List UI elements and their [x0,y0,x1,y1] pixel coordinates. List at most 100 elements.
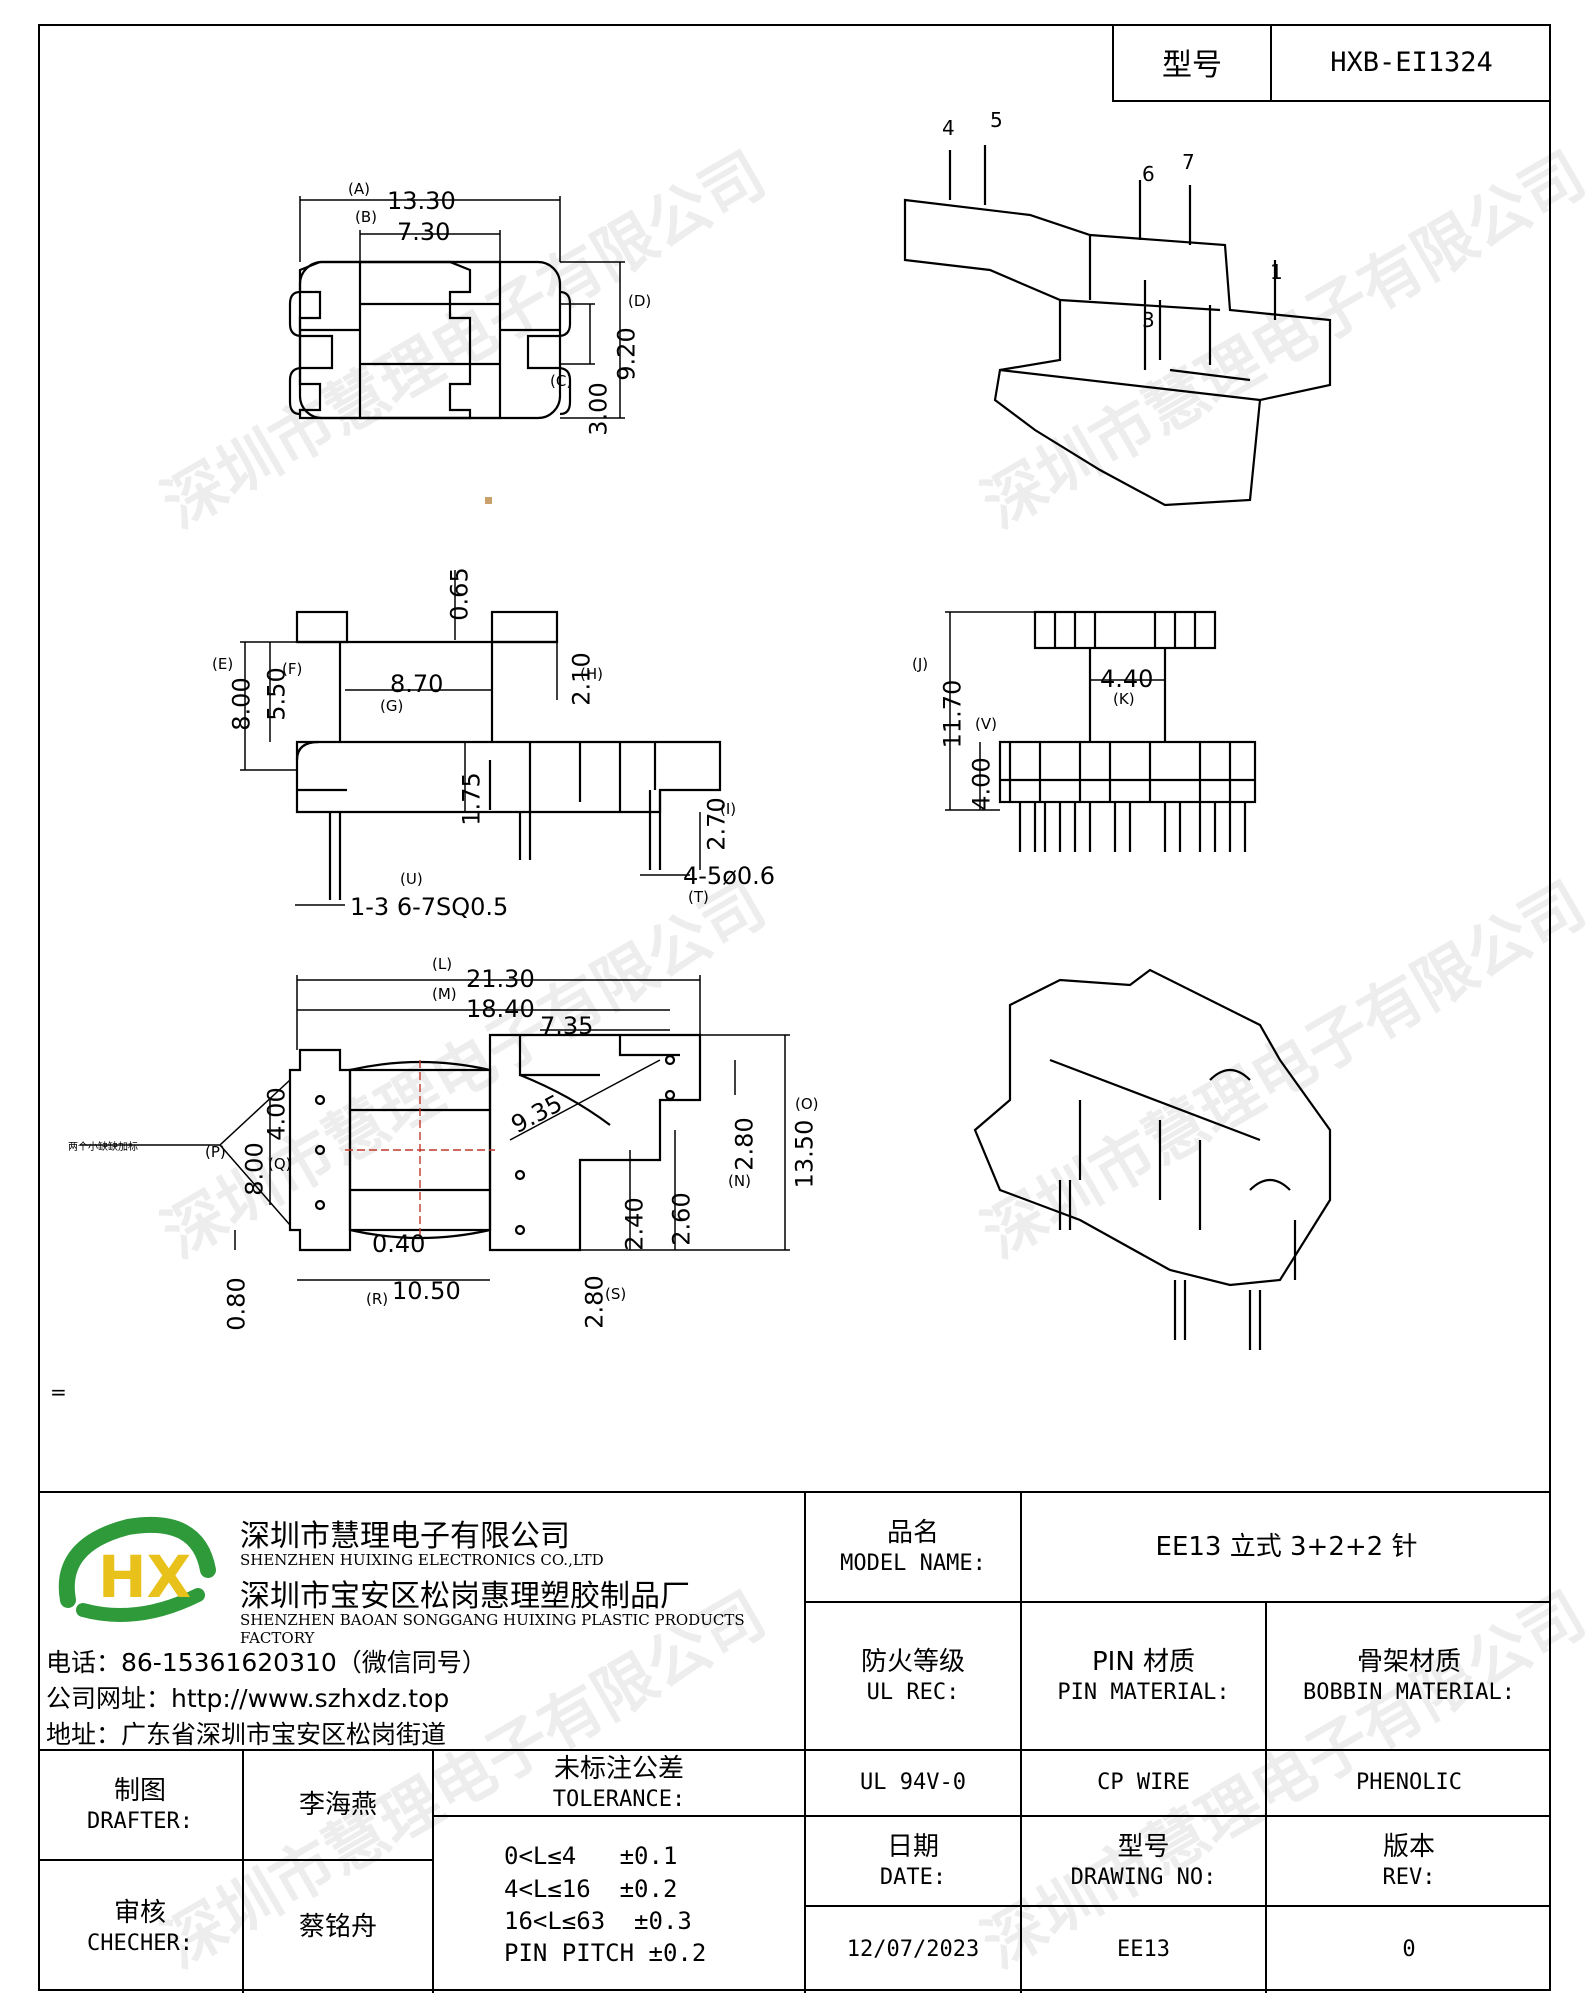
tolerance-line: PIN PITCH ±0.2 [504,1939,707,1968]
pin-number: 7 [1182,150,1195,174]
rev-value-cell: 0 [1267,1907,1551,1993]
company-logo: HX [58,1516,216,1622]
dim-e-label: (E) [212,655,234,673]
dim-b-label: (B) [355,208,377,226]
header-model-value: HXB-EI1324 [1330,46,1493,78]
dim-v-label: (V) [975,715,997,733]
dim-e-value: 8.00 [227,677,256,731]
tolerance-line: 0<L≤4 ±0.1 [504,1842,678,1871]
drafter-name-cell: 李海燕 [244,1751,434,1861]
dim-gap-value: 0.40 [372,1230,426,1258]
pin-number: 3 [1142,308,1155,332]
pin-number: 1 [1270,260,1283,284]
end-view [945,610,1257,852]
dim-i-label: (I) [720,800,737,818]
stray-mark: = [50,1380,67,1404]
checker-cn: 审核 [113,1898,166,1928]
iso-view-bottom [973,968,1332,1350]
date-value: 12/07/2023 [846,1937,980,1963]
company-area: HX 深圳市慧理电子有限公司 SHENZHEN HUIXING ELECTRON… [38,1493,806,1751]
dim-m-value: 18.40 [466,995,535,1023]
factory-name-cn: 深圳市宝安区松岗惠理塑胶制品厂 [240,1579,690,1614]
dim-p-value: 8.00 [240,1142,269,1196]
company-name-cn: 深圳市慧理电子有限公司 [240,1519,570,1554]
drafter-cn: 制图 [113,1776,166,1806]
dim-top-value: 0.65 [445,567,474,621]
dim-d-value: 9.20 [612,327,641,381]
company-address: 地址：广东省深圳市宝安区松岗街道 [46,1720,447,1749]
tolerance-cn: 未标注公差 [553,1754,684,1784]
bobbin-en: BOBBIN MATERIAL: [1303,1679,1515,1705]
note-text: 两个小缺缺加标 [68,1142,138,1153]
tolerance-label-cell: 未标注公差 TOLERANCE: [434,1751,806,1817]
dim-f-value: 5.50 [262,667,291,721]
dim-n-value: 2.80 [730,1117,759,1171]
drawing-cn: 型号 [1117,1832,1170,1862]
date-cn: 日期 [886,1832,939,1862]
model-name-value-cell: EE13 立式 3+2+2 针 [1022,1493,1551,1603]
bobbin-value-cell: PHENOLIC [1267,1751,1551,1817]
pin-value-cell: CP WIRE [1022,1751,1267,1817]
dim-v-value: 4.00 [967,757,996,811]
dim-t-value: 4-5ø0.6 [683,862,776,890]
bobbin-label-cell: 骨架材质 BOBBIN MATERIAL: [1267,1603,1551,1751]
dim-240-value: 2.40 [620,1197,649,1251]
side-view [240,570,722,906]
tolerance-values-cell: 0<L≤4 ±0.1 4<L≤16 ±0.2 16<L≤63 ±0.3 PIN … [434,1817,806,1993]
company-name-en: SHENZHEN HUIXING ELECTRONICS CO.,LTD [240,1551,604,1569]
date-label-cell: 日期 DATE: [806,1817,1022,1907]
dim-a-value: 13.30 [387,187,456,215]
ul-value-cell: UL 94V-0 [806,1751,1022,1817]
dim-k-label: (K) [1113,690,1135,708]
dim-b-value: 7.30 [397,218,451,246]
dim-n-label: (N) [728,1172,751,1190]
ul-value: UL 94V-0 [860,1770,966,1796]
checker-name: 蔡铭舟 [298,1911,377,1942]
dim-g-label: (G) [380,697,404,715]
pin-number: 6 [1142,162,1155,186]
rev-cn: 版本 [1382,1832,1435,1862]
rev-en: REV: [1382,1864,1436,1890]
drafter-en: DRAFTER: [87,1808,193,1834]
iso-view-top [903,145,1332,507]
drawing-sheet [38,24,1551,1991]
dim-diag-value: 9.35 [506,1089,567,1139]
ul-en: UL REC: [866,1679,960,1705]
dim-t-label: (T) [688,888,709,906]
dim-m-label: (M) [432,985,457,1003]
pin-label-cell: PIN 材质 PIN MATERIAL: [1022,1603,1267,1751]
dim-s-label: (S) [605,1285,627,1303]
dim-a-label: (A) [348,180,370,198]
checker-en: CHECHER: [87,1930,193,1956]
company-website: 公司网址：http://www.szhxdz.top [46,1684,450,1713]
header-model-box: 型号 HXB-EI1324 [1112,24,1551,102]
pin-cn: PIN 材质 [1091,1647,1196,1677]
drawing-value-cell: EE13 [1022,1907,1267,1993]
dim-j-label: (J) [912,655,929,673]
bobbin-cn: 骨架材质 [1356,1647,1461,1677]
drawing-en: DRAWING NO: [1070,1864,1217,1890]
dim-q-value: 4.00 [262,1087,291,1141]
dim-pin-len: 1.75 [457,772,486,826]
drawing-value: EE13 [1117,1937,1170,1963]
tolerance-line: 4<L≤16 ±0.2 [504,1874,678,1903]
pin-value: CP WIRE [1097,1770,1190,1796]
rev-label-cell: 版本 REV: [1267,1817,1551,1907]
dim-k-value: 4.40 [1100,665,1154,693]
pin-en: PIN MATERIAL: [1057,1679,1230,1705]
ul-label-cell: 防火等级 UL REC: [806,1603,1022,1751]
top-view [288,196,625,420]
checker-label-cell: 审核 CHECHER: [38,1861,244,1993]
dim-q-label: (Q) [268,1155,292,1173]
model-name-label-cell: 品名 MODEL NAME: [806,1493,1022,1603]
ul-cn: 防火等级 [860,1647,965,1677]
dim-u-value: 1-3 6-7SQ0.5 [350,893,509,921]
dim-080-value: 0.80 [222,1277,251,1331]
logo-text: HX [98,1543,191,1611]
dim-l-value: 21.30 [466,965,535,993]
checker-name-cell: 蔡铭舟 [244,1861,434,1993]
dim-c-value: 3.00 [584,382,613,436]
dim-l-label: (L) [432,955,453,973]
bobbin-value: PHENOLIC [1356,1770,1462,1796]
tolerance-en: TOLERANCE: [552,1786,686,1812]
